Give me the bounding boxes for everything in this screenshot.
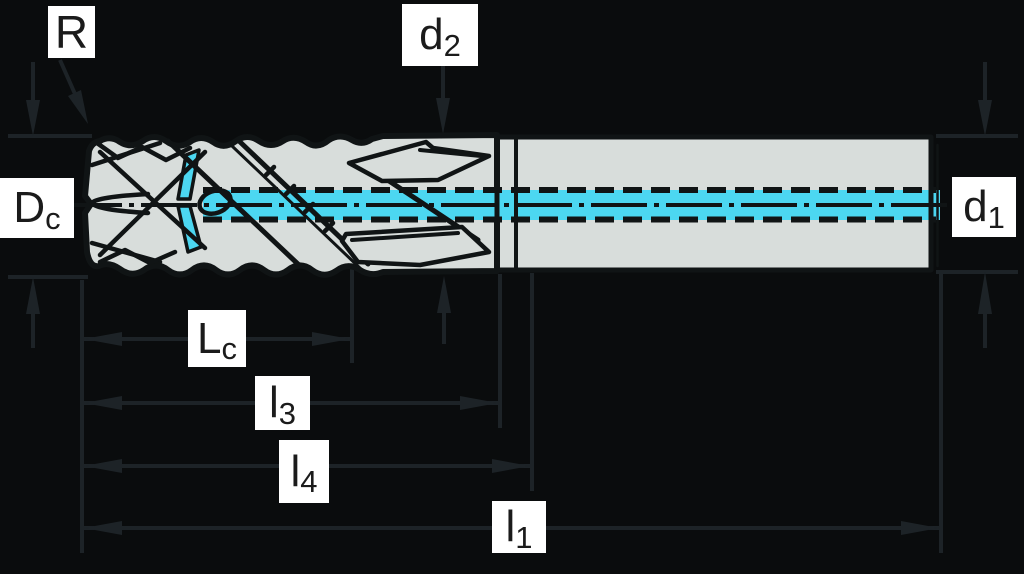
end-tooth-chevrons: [339, 139, 492, 268]
dimension-dc: [8, 62, 92, 348]
label-corner-radius: R: [48, 6, 95, 58]
radius-leader-arrow: [58, 59, 88, 124]
extension-lines: [80, 264, 943, 553]
label-corner-radius-text: R: [54, 6, 89, 58]
end-mill: [66, 132, 952, 278]
dimension-d2: [436, 66, 451, 344]
dimension-d1: [936, 62, 1018, 348]
